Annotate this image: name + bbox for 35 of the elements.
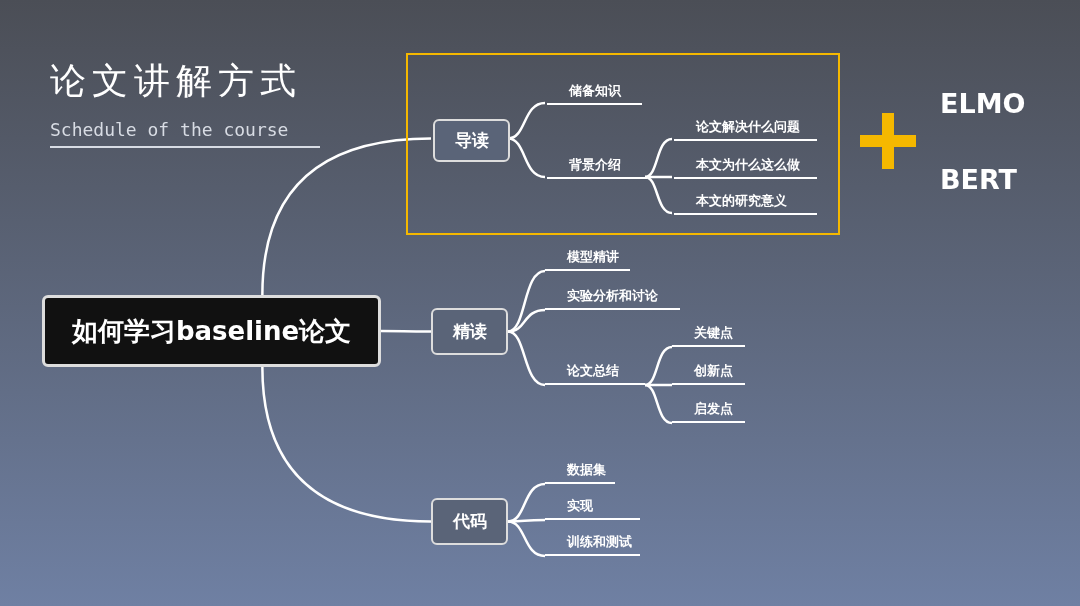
subtopic-label: 本文的研究意义 <box>674 191 817 215</box>
branch-line <box>645 383 672 387</box>
topic-box: 代码 <box>431 498 508 545</box>
subtopic-label: 训练和测试 <box>545 532 640 556</box>
branch-line <box>261 366 432 523</box>
subtopic-label: 实验分析和讨论 <box>545 286 680 310</box>
branch-line <box>381 329 431 333</box>
model-name: BERT <box>940 163 1018 197</box>
subtitle: Schedule of the course <box>50 118 289 142</box>
model-name: ELMO <box>940 87 1026 121</box>
highlight-frame <box>406 53 840 235</box>
subtopic-label: 数据集 <box>545 460 615 484</box>
subtopic-label: 储备知识 <box>547 81 642 105</box>
branch-line <box>507 520 546 558</box>
subtopic-label: 本文为什么这么做 <box>674 155 817 179</box>
subtopic-label: 论文总结 <box>545 361 645 385</box>
subtopic-label: 启发点 <box>672 399 745 423</box>
branch-line <box>507 330 546 387</box>
branch-line <box>644 137 673 179</box>
branch-line <box>644 383 673 425</box>
topic-box: 导读 <box>433 119 510 162</box>
subtopic-label: 实现 <box>545 496 640 520</box>
branch-line <box>508 518 545 523</box>
subtopic-label: 模型精讲 <box>545 247 630 271</box>
subtopic-label: 创新点 <box>672 361 745 385</box>
branch-line <box>644 345 673 387</box>
branch-line <box>644 175 673 215</box>
subtopic-label: 关键点 <box>672 323 745 347</box>
branch-line <box>645 175 672 179</box>
branch-line <box>261 137 432 296</box>
title: 论文讲解方式 <box>50 59 302 103</box>
subtopic-label: 背景介绍 <box>547 155 647 179</box>
subtopic-label: 论文解决什么问题 <box>674 117 817 141</box>
topic-box: 精读 <box>431 308 508 355</box>
root-topic-box: 如何学习baseline论文 <box>42 295 381 367</box>
